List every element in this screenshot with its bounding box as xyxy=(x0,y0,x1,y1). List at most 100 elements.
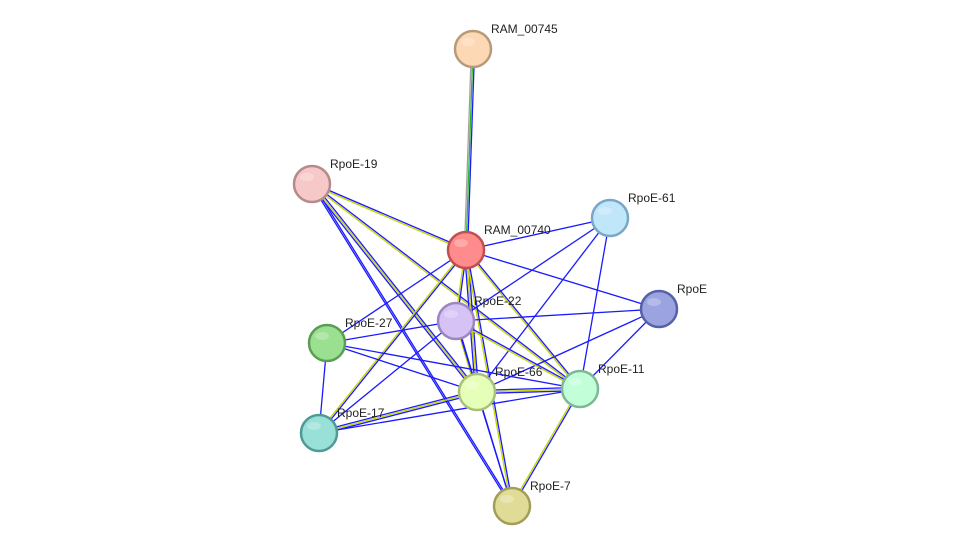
edge-evidence-line xyxy=(456,319,581,389)
edge-evidence-line xyxy=(455,308,660,322)
edge-rpoe-22-rpoe-17[interactable] xyxy=(318,320,457,434)
edge-evidence-line xyxy=(465,217,611,251)
node-circle[interactable] xyxy=(453,29,493,69)
edge-rpoe-22-rpoe-11[interactable] xyxy=(455,319,581,391)
node-circle[interactable] xyxy=(492,486,532,526)
node-rpoe-61[interactable]: RpoE-61 xyxy=(590,191,676,238)
edge-rpoe-61-rpoe-22[interactable] xyxy=(455,217,611,322)
edge-rpoe-61-rpoe-11[interactable] xyxy=(579,217,611,390)
node-label: RpoE-19 xyxy=(330,157,378,171)
edge-evidence-line xyxy=(463,48,473,250)
edge-evidence-line xyxy=(319,392,478,436)
node-circle[interactable] xyxy=(590,198,630,238)
edge-evidence-line xyxy=(326,342,581,390)
node-label: RpoE-22 xyxy=(474,294,522,308)
node-label: RpoE-7 xyxy=(530,479,571,493)
node-highlight xyxy=(465,381,479,389)
edge-evidence-line xyxy=(455,321,580,391)
edge-layer xyxy=(310,48,660,507)
node-rpoe-17[interactable]: RpoE-17 xyxy=(299,406,385,453)
node-rpoe[interactable]: RpoE xyxy=(639,282,707,329)
node-highlight xyxy=(315,332,329,340)
edge-evidence-line xyxy=(476,308,660,393)
edge-evidence-line xyxy=(311,183,478,393)
edge-rpoe-11-rpoe-7[interactable] xyxy=(510,388,582,507)
node-highlight xyxy=(300,173,314,181)
node-ram-00740[interactable]: RAM_00740 xyxy=(446,223,551,270)
edge-evidence-line xyxy=(312,182,479,392)
node-label: RpoE-27 xyxy=(345,316,393,330)
edge-ram-00740-rpoe-11[interactable] xyxy=(464,249,582,390)
edge-ram-00740-rpoe-17[interactable] xyxy=(317,249,468,434)
edge-rpoe-19-rpoe-11[interactable] xyxy=(311,182,581,391)
edge-evidence-line xyxy=(466,249,582,389)
node-highlight xyxy=(454,239,468,247)
edge-ram-00745-ram-00740[interactable] xyxy=(463,48,476,251)
node-circle[interactable] xyxy=(446,230,486,270)
edge-evidence-line xyxy=(311,184,580,391)
node-highlight xyxy=(500,495,514,503)
edge-evidence-line xyxy=(312,182,467,250)
edge-evidence-line xyxy=(326,249,467,344)
edge-ram-00740-rpoe-61[interactable] xyxy=(465,217,611,251)
edge-rpoe-19-rpoe-7[interactable] xyxy=(310,183,514,507)
edge-evidence-line xyxy=(318,391,478,434)
edge-evidence-line xyxy=(310,184,477,394)
node-label: RpoE xyxy=(677,282,707,296)
edge-rpoe-rpoe-66[interactable] xyxy=(476,308,660,393)
node-label: RpoE-11 xyxy=(598,362,645,376)
edge-evidence-line xyxy=(465,48,474,251)
node-highlight xyxy=(461,38,475,46)
edge-rpoe-61-rpoe-66[interactable] xyxy=(476,217,611,393)
edge-rpoe-27-rpoe-66[interactable] xyxy=(326,342,478,393)
edge-evidence-line xyxy=(310,184,512,507)
edge-rpoe-11-rpoe-17[interactable] xyxy=(318,388,581,434)
edge-evidence-line xyxy=(476,217,611,393)
edge-rpoe-rpoe-22[interactable] xyxy=(455,308,660,322)
edge-evidence-line xyxy=(476,391,513,507)
node-rpoe-7[interactable]: RpoE-7 xyxy=(492,479,571,526)
node-circle[interactable] xyxy=(436,301,476,341)
node-ram-00745[interactable]: RAM_00745 xyxy=(453,22,558,69)
node-label: RpoE-17 xyxy=(337,406,385,420)
edge-evidence-line xyxy=(326,342,478,393)
edge-evidence-line xyxy=(579,217,611,390)
node-highlight xyxy=(598,207,612,215)
edge-evidence-line xyxy=(512,389,582,507)
node-highlight xyxy=(647,298,661,306)
edge-rpoe-27-rpoe-11[interactable] xyxy=(326,342,581,390)
edge-rpoe-22-rpoe-27[interactable] xyxy=(326,320,457,344)
edge-evidence-line xyxy=(318,388,581,434)
edge-rpoe-19-rpoe-66[interactable] xyxy=(310,182,479,394)
node-circle[interactable] xyxy=(457,372,497,412)
node-rpoe-66[interactable]: RpoE-66 xyxy=(457,365,543,412)
edge-ram-00740-rpoe-27[interactable] xyxy=(326,249,467,344)
node-label: RpoE-66 xyxy=(495,365,543,379)
edge-evidence-line xyxy=(318,389,477,433)
edge-rpoe-66-rpoe-7[interactable] xyxy=(476,391,513,507)
node-label: RAM_00745 xyxy=(491,22,558,36)
node-rpoe-27[interactable]: RpoE-27 xyxy=(307,316,393,363)
edge-evidence-line xyxy=(510,388,580,506)
edge-evidence-line xyxy=(464,250,580,390)
node-highlight xyxy=(444,310,458,318)
node-label: RAM_00740 xyxy=(484,223,551,237)
edge-evidence-line xyxy=(317,249,466,433)
node-label: RpoE-61 xyxy=(628,191,676,205)
node-highlight xyxy=(307,422,321,430)
node-circle[interactable] xyxy=(292,164,332,204)
node-rpoe-19[interactable]: RpoE-19 xyxy=(292,157,378,204)
edge-evidence-line xyxy=(326,320,457,344)
edge-evidence-line xyxy=(312,182,581,389)
edge-rpoe-19-ram-00740[interactable] xyxy=(311,182,467,252)
node-circle[interactable] xyxy=(560,369,600,409)
node-rpoe-11[interactable]: RpoE-11 xyxy=(560,362,645,409)
node-circle[interactable] xyxy=(299,413,339,453)
node-circle[interactable] xyxy=(639,289,679,329)
edge-evidence-line xyxy=(318,320,457,434)
edge-rpoe-66-rpoe-17[interactable] xyxy=(318,389,478,436)
node-rpoe-22[interactable]: RpoE-22 xyxy=(436,294,522,341)
node-circle[interactable] xyxy=(307,323,347,363)
